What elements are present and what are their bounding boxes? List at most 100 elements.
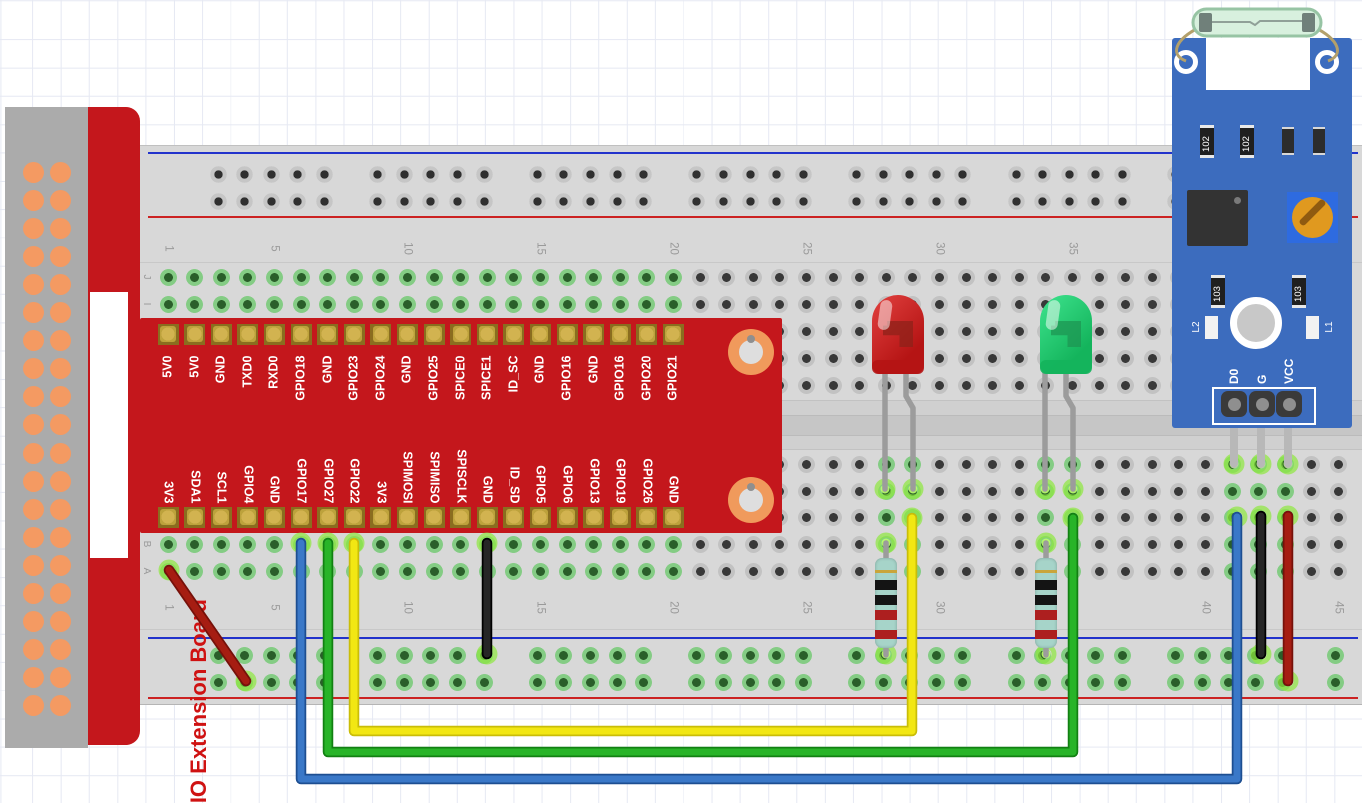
breadboard-hole[interactable] [797, 322, 815, 340]
breadboard-hole[interactable] [851, 268, 869, 286]
breadboard-hole[interactable] [984, 322, 1002, 340]
breadboard-hole[interactable] [1090, 535, 1108, 553]
power-rail-hole[interactable] [1087, 192, 1105, 210]
power-rail-hole[interactable] [289, 192, 307, 210]
breadboard-hole[interactable] [1090, 562, 1108, 580]
breadboard-hole[interactable] [425, 268, 443, 286]
breadboard-hole[interactable] [372, 562, 390, 580]
power-rail-hole[interactable] [395, 165, 413, 183]
power-rail-hole[interactable] [475, 165, 493, 183]
breadboard-hole[interactable] [425, 535, 443, 553]
breadboard-hole[interactable] [186, 535, 204, 553]
power-rail-hole[interactable] [635, 673, 653, 691]
gpio-pin-pad[interactable] [317, 323, 339, 345]
breadboard-hole[interactable] [398, 295, 416, 313]
gpio-pin-pad[interactable] [476, 323, 498, 345]
breadboard-hole[interactable] [159, 535, 177, 553]
breadboard-hole[interactable] [824, 322, 842, 340]
power-rail-hole[interactable] [714, 646, 732, 664]
power-rail-hole[interactable] [236, 165, 254, 183]
breadboard-hole[interactable] [372, 295, 390, 313]
breadboard-hole[interactable] [1143, 482, 1161, 500]
breadboard-hole[interactable] [1010, 508, 1028, 526]
gpio-pin-pad[interactable] [237, 506, 259, 528]
breadboard-hole[interactable] [1170, 535, 1188, 553]
breadboard-hole[interactable] [1329, 535, 1347, 553]
power-rail-hole[interactable] [1193, 673, 1211, 691]
breadboard-hole[interactable] [664, 295, 682, 313]
green-led[interactable] [1040, 295, 1092, 374]
power-rail-hole[interactable] [1060, 165, 1078, 183]
breadboard-hole[interactable] [824, 508, 842, 526]
power-rail-hole[interactable] [1113, 673, 1131, 691]
breadboard-hole[interactable] [186, 268, 204, 286]
breadboard-hole[interactable] [1010, 535, 1028, 553]
breadboard-hole[interactable] [1010, 376, 1028, 394]
power-rail-hole[interactable] [315, 165, 333, 183]
wire-yellow[interactable] [350, 514, 916, 735]
breadboard-hole[interactable] [398, 535, 416, 553]
power-rail-hole[interactable] [209, 165, 227, 183]
breadboard-hole[interactable] [159, 295, 177, 313]
breadboard-hole[interactable] [1303, 562, 1321, 580]
breadboard-hole[interactable] [771, 562, 789, 580]
breadboard-hole[interactable] [265, 295, 283, 313]
gpio-pin-pad[interactable] [343, 506, 365, 528]
breadboard-hole[interactable] [691, 268, 709, 286]
breadboard-hole[interactable] [1143, 322, 1161, 340]
breadboard-hole[interactable] [851, 322, 869, 340]
breadboard-hole[interactable] [1117, 349, 1135, 367]
power-rail-hole[interactable] [1113, 192, 1131, 210]
gpio-pin-pad[interactable] [662, 506, 684, 528]
breadboard-hole[interactable] [478, 295, 496, 313]
power-rail-hole[interactable] [581, 165, 599, 183]
header-pin-d0[interactable] [1221, 391, 1247, 417]
breadboard-hole[interactable] [771, 535, 789, 553]
breadboard-hole[interactable] [957, 349, 975, 367]
breadboard-hole[interactable] [1170, 508, 1188, 526]
power-rail-hole[interactable] [608, 165, 626, 183]
breadboard-hole[interactable] [930, 376, 948, 394]
breadboard-hole[interactable] [984, 349, 1002, 367]
power-rail-hole[interactable] [528, 165, 546, 183]
breadboard-hole[interactable] [957, 295, 975, 313]
breadboard-hole[interactable] [1329, 508, 1347, 526]
resistor-220[interactable] [875, 558, 897, 648]
power-rail-hole[interactable] [954, 192, 972, 210]
breadboard-hole[interactable] [851, 535, 869, 553]
power-rail-hole[interactable] [635, 165, 653, 183]
breadboard-hole[interactable] [957, 562, 975, 580]
power-rail-hole[interactable] [555, 673, 573, 691]
power-rail-hole[interactable] [1326, 673, 1344, 691]
gpio-pin-pad[interactable] [503, 323, 525, 345]
breadboard-hole[interactable] [345, 295, 363, 313]
breadboard-hole[interactable] [1303, 455, 1321, 473]
breadboard-hole[interactable] [718, 535, 736, 553]
gpio-pin-pad[interactable] [450, 506, 472, 528]
power-rail-hole[interactable] [448, 192, 466, 210]
gpio-pin-pad[interactable] [636, 323, 658, 345]
power-rail-hole[interactable] [369, 646, 387, 664]
breadboard-hole[interactable] [1010, 322, 1028, 340]
power-rail-hole[interactable] [262, 673, 280, 691]
breadboard-hole[interactable] [664, 562, 682, 580]
breadboard-hole[interactable] [558, 295, 576, 313]
breadboard-hole[interactable] [638, 268, 656, 286]
gpio-pin-pad[interactable] [290, 323, 312, 345]
gpio-pin-pad[interactable] [556, 323, 578, 345]
power-rail-hole[interactable] [1193, 646, 1211, 664]
breadboard-hole[interactable] [851, 455, 869, 473]
power-rail-hole[interactable] [768, 673, 786, 691]
power-rail-hole[interactable] [475, 673, 493, 691]
gpio-pin-pad[interactable] [503, 506, 525, 528]
breadboard-hole[interactable] [585, 562, 603, 580]
gpio-pin-pad[interactable] [636, 506, 658, 528]
power-rail-hole[interactable] [1007, 673, 1025, 691]
power-rail-hole[interactable] [847, 165, 865, 183]
power-rail-hole[interactable] [794, 165, 812, 183]
breadboard-hole[interactable] [797, 508, 815, 526]
power-rail-hole[interactable] [448, 646, 466, 664]
breadboard-hole[interactable] [930, 295, 948, 313]
power-rail-hole[interactable] [209, 673, 227, 691]
power-rail-hole[interactable] [635, 646, 653, 664]
